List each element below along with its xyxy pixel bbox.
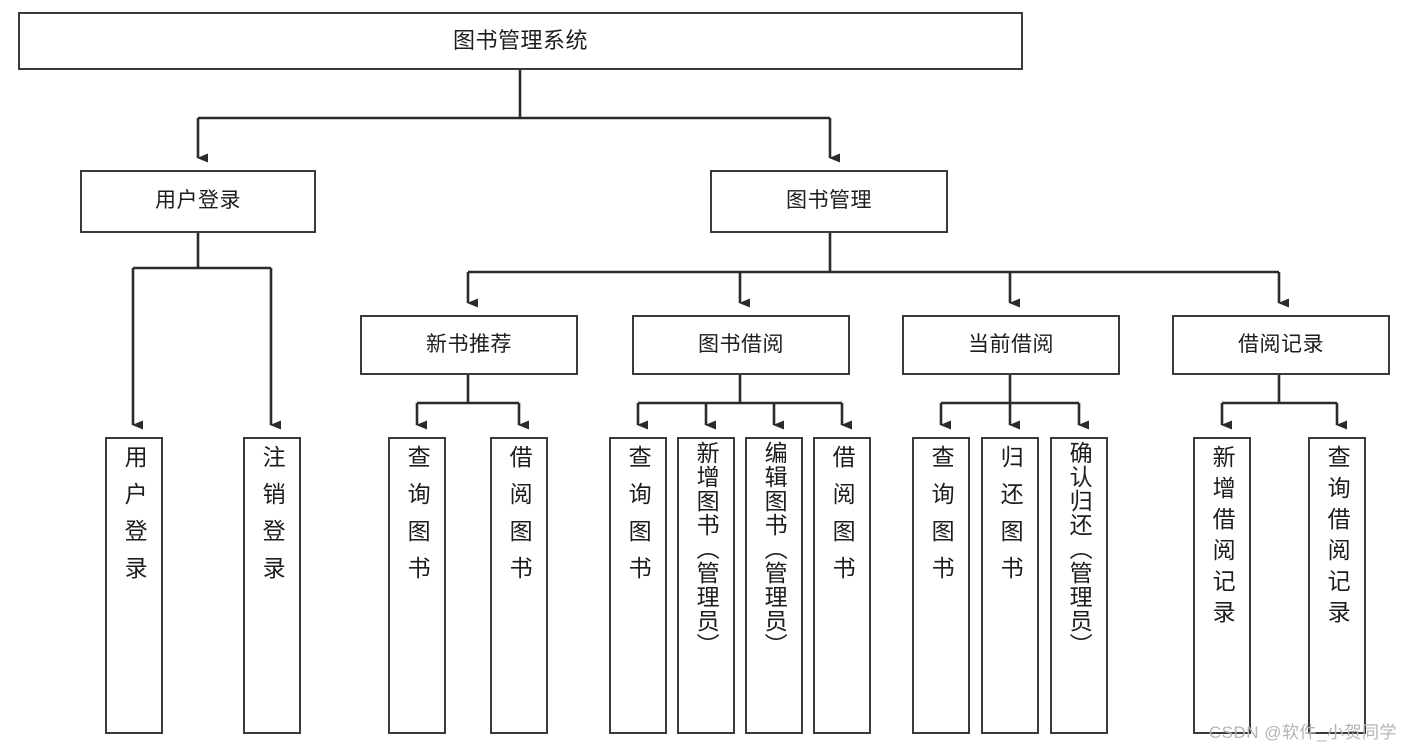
- node-label: 注销登录: [259, 445, 286, 593]
- leaf-borrow-borrow-book[interactable]: 借阅图书: [813, 437, 871, 734]
- node-label: 图书借阅: [698, 332, 784, 356]
- leaf-borrow-edit-book[interactable]: 编辑图书（管理员）: [745, 437, 803, 734]
- node-label: 查询图书: [404, 445, 431, 593]
- node-book-borrow[interactable]: 图书借阅: [632, 315, 850, 375]
- node-label: 确认归还（管理员）: [1066, 441, 1093, 657]
- node-label: 查询图书: [928, 445, 955, 593]
- edges-borrow-book-to-leaves: [636, 375, 852, 430]
- node-label: 用户登录: [155, 189, 241, 213]
- leaf-borrow-add-book[interactable]: 新增图书（管理员）: [677, 437, 735, 734]
- node-current-borrow[interactable]: 当前借阅: [902, 315, 1120, 375]
- edges-book-mgmt-to-level3: [466, 233, 1289, 308]
- node-borrow-record[interactable]: 借阅记录: [1172, 315, 1390, 375]
- edges-borrow-record-to-leaves: [1220, 375, 1347, 430]
- node-label: 借阅图书: [506, 445, 533, 593]
- edges-new-book-to-leaves: [415, 375, 529, 430]
- node-user-login[interactable]: 用户登录: [80, 170, 316, 233]
- leaf-current-return-book[interactable]: 归还图书: [981, 437, 1039, 734]
- node-label: 图书管理: [786, 189, 872, 213]
- node-label: 查询借阅记录: [1324, 445, 1351, 631]
- leaf-current-query-book[interactable]: 查询图书: [912, 437, 970, 734]
- node-label: 借阅记录: [1238, 332, 1324, 356]
- node-label: 新书推荐: [426, 332, 512, 356]
- leaf-user-login-signout[interactable]: 注销登录: [243, 437, 301, 734]
- node-label: 新增图书（管理员）: [693, 441, 720, 657]
- edges-root-to-level2: [196, 70, 840, 163]
- leaf-new-book-borrow[interactable]: 借阅图书: [490, 437, 548, 734]
- leaf-current-confirm-return[interactable]: 确认归还（管理员）: [1050, 437, 1108, 734]
- node-root-system[interactable]: 图书管理系统: [18, 12, 1023, 70]
- node-label: 编辑图书（管理员）: [761, 441, 788, 657]
- csdn-watermark: CSDN @软件_小贺同学: [1208, 723, 1397, 742]
- leaf-record-query[interactable]: 查询借阅记录: [1308, 437, 1366, 734]
- node-label: 归还图书: [997, 445, 1024, 593]
- node-label: 查询图书: [625, 445, 652, 593]
- node-label: 当前借阅: [968, 332, 1054, 356]
- node-label: 新增借阅记录: [1209, 445, 1236, 631]
- edges-user-login-to-leaves: [131, 233, 281, 430]
- node-new-book-recommend[interactable]: 新书推荐: [360, 315, 578, 375]
- leaf-record-add[interactable]: 新增借阅记录: [1193, 437, 1251, 734]
- leaf-borrow-query-book[interactable]: 查询图书: [609, 437, 667, 734]
- node-label: 图书管理系统: [452, 28, 588, 54]
- node-label: 用户登录: [121, 445, 148, 593]
- leaf-new-book-query[interactable]: 查询图书: [388, 437, 446, 734]
- leaf-user-login-signin[interactable]: 用户登录: [105, 437, 163, 734]
- edges-current-borrow-to-leaves: [939, 375, 1089, 430]
- node-label: 借阅图书: [829, 445, 856, 593]
- node-book-management[interactable]: 图书管理: [710, 170, 948, 233]
